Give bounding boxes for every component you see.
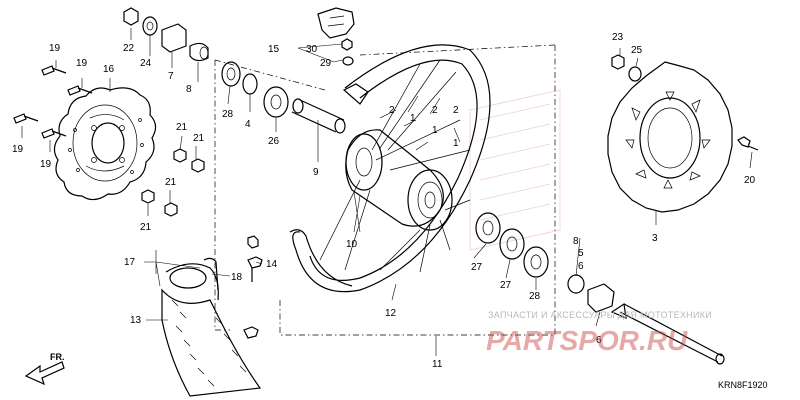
assembly-frame <box>214 44 556 336</box>
callout-25: 25 <box>631 45 643 56</box>
callout-19-d: 19 <box>40 159 52 170</box>
disc-bolts <box>13 65 93 139</box>
callout-24: 24 <box>140 58 152 69</box>
callout-21-a: 21 <box>176 122 188 133</box>
callout-6-a: 6 <box>578 261 584 272</box>
hub-internals-right <box>475 212 549 278</box>
callout-2-a: 2 <box>389 105 395 116</box>
callout-26: 26 <box>268 136 280 147</box>
watermark: ЗАПЧАСТИ И АКСЕССУАРЫ ДЛЯ МОТОТЕХНИКИ PA… <box>486 310 712 356</box>
diagram-code: KRN8F1920 <box>718 380 768 390</box>
callout-15: 15 <box>268 44 280 55</box>
callout-30: 30 <box>306 44 318 55</box>
callouts: 22 24 7 8 15 30 29 19 19 16 19 19 21 21 … <box>12 32 756 370</box>
chain-slider <box>317 7 355 66</box>
callout-4: 4 <box>245 119 251 130</box>
callout-17: 17 <box>124 257 136 268</box>
callout-2-c: 2 <box>453 105 459 116</box>
watermark-pattern <box>469 89 561 251</box>
callout-13: 13 <box>130 315 142 326</box>
sprocket-hardware <box>611 54 759 151</box>
direction-label: FR. <box>50 352 65 362</box>
callout-23: 23 <box>612 32 624 43</box>
callout-16: 16 <box>103 64 115 75</box>
callout-28-right: 28 <box>529 291 541 302</box>
leader-lines <box>21 28 753 356</box>
callout-8-top: 8 <box>186 84 192 95</box>
hub-internals-left <box>221 61 346 134</box>
callout-29: 29 <box>320 58 332 69</box>
callout-1-a: 1 <box>410 113 416 124</box>
callout-27-a: 27 <box>471 262 483 273</box>
callout-28-left: 28 <box>222 109 234 120</box>
callout-1-b: 1 <box>432 125 438 136</box>
callout-20: 20 <box>744 175 756 186</box>
callout-3: 3 <box>652 233 658 244</box>
rear-sprocket <box>607 61 733 213</box>
front-direction-arrow <box>24 361 65 386</box>
tire-and-tube <box>161 235 263 397</box>
callout-21-b: 21 <box>193 133 205 144</box>
wheel-assembly <box>289 44 491 293</box>
callout-2-b: 2 <box>432 105 438 116</box>
callout-9: 9 <box>313 167 319 178</box>
callout-21-c: 21 <box>165 177 177 188</box>
callout-6-b: 6 <box>596 335 602 346</box>
brake-disc <box>53 87 157 201</box>
callout-12: 12 <box>385 308 397 319</box>
callout-19-c: 19 <box>12 144 24 155</box>
watermark-tagline: ЗАПЧАСТИ И АКСЕССУАРЫ ДЛЯ МОТОТЕХНИКИ <box>488 310 712 320</box>
callout-8-right: 8 <box>573 236 579 247</box>
axle-hardware-top <box>123 7 209 62</box>
callout-14: 14 <box>266 259 278 270</box>
callout-22: 22 <box>123 43 135 54</box>
callout-21-d: 21 <box>140 222 152 233</box>
callout-27-b: 27 <box>500 280 512 291</box>
callout-11: 11 <box>432 359 443 370</box>
callout-7: 7 <box>168 71 174 82</box>
callout-1-c: 1 <box>453 138 459 149</box>
callout-19-a: 19 <box>49 43 61 54</box>
callout-10: 10 <box>346 239 358 250</box>
callout-18: 18 <box>231 272 243 283</box>
callout-19-b: 19 <box>76 58 88 69</box>
watermark-brand: PARTSPOR.RU <box>486 325 688 356</box>
callout-5: 5 <box>578 248 584 259</box>
